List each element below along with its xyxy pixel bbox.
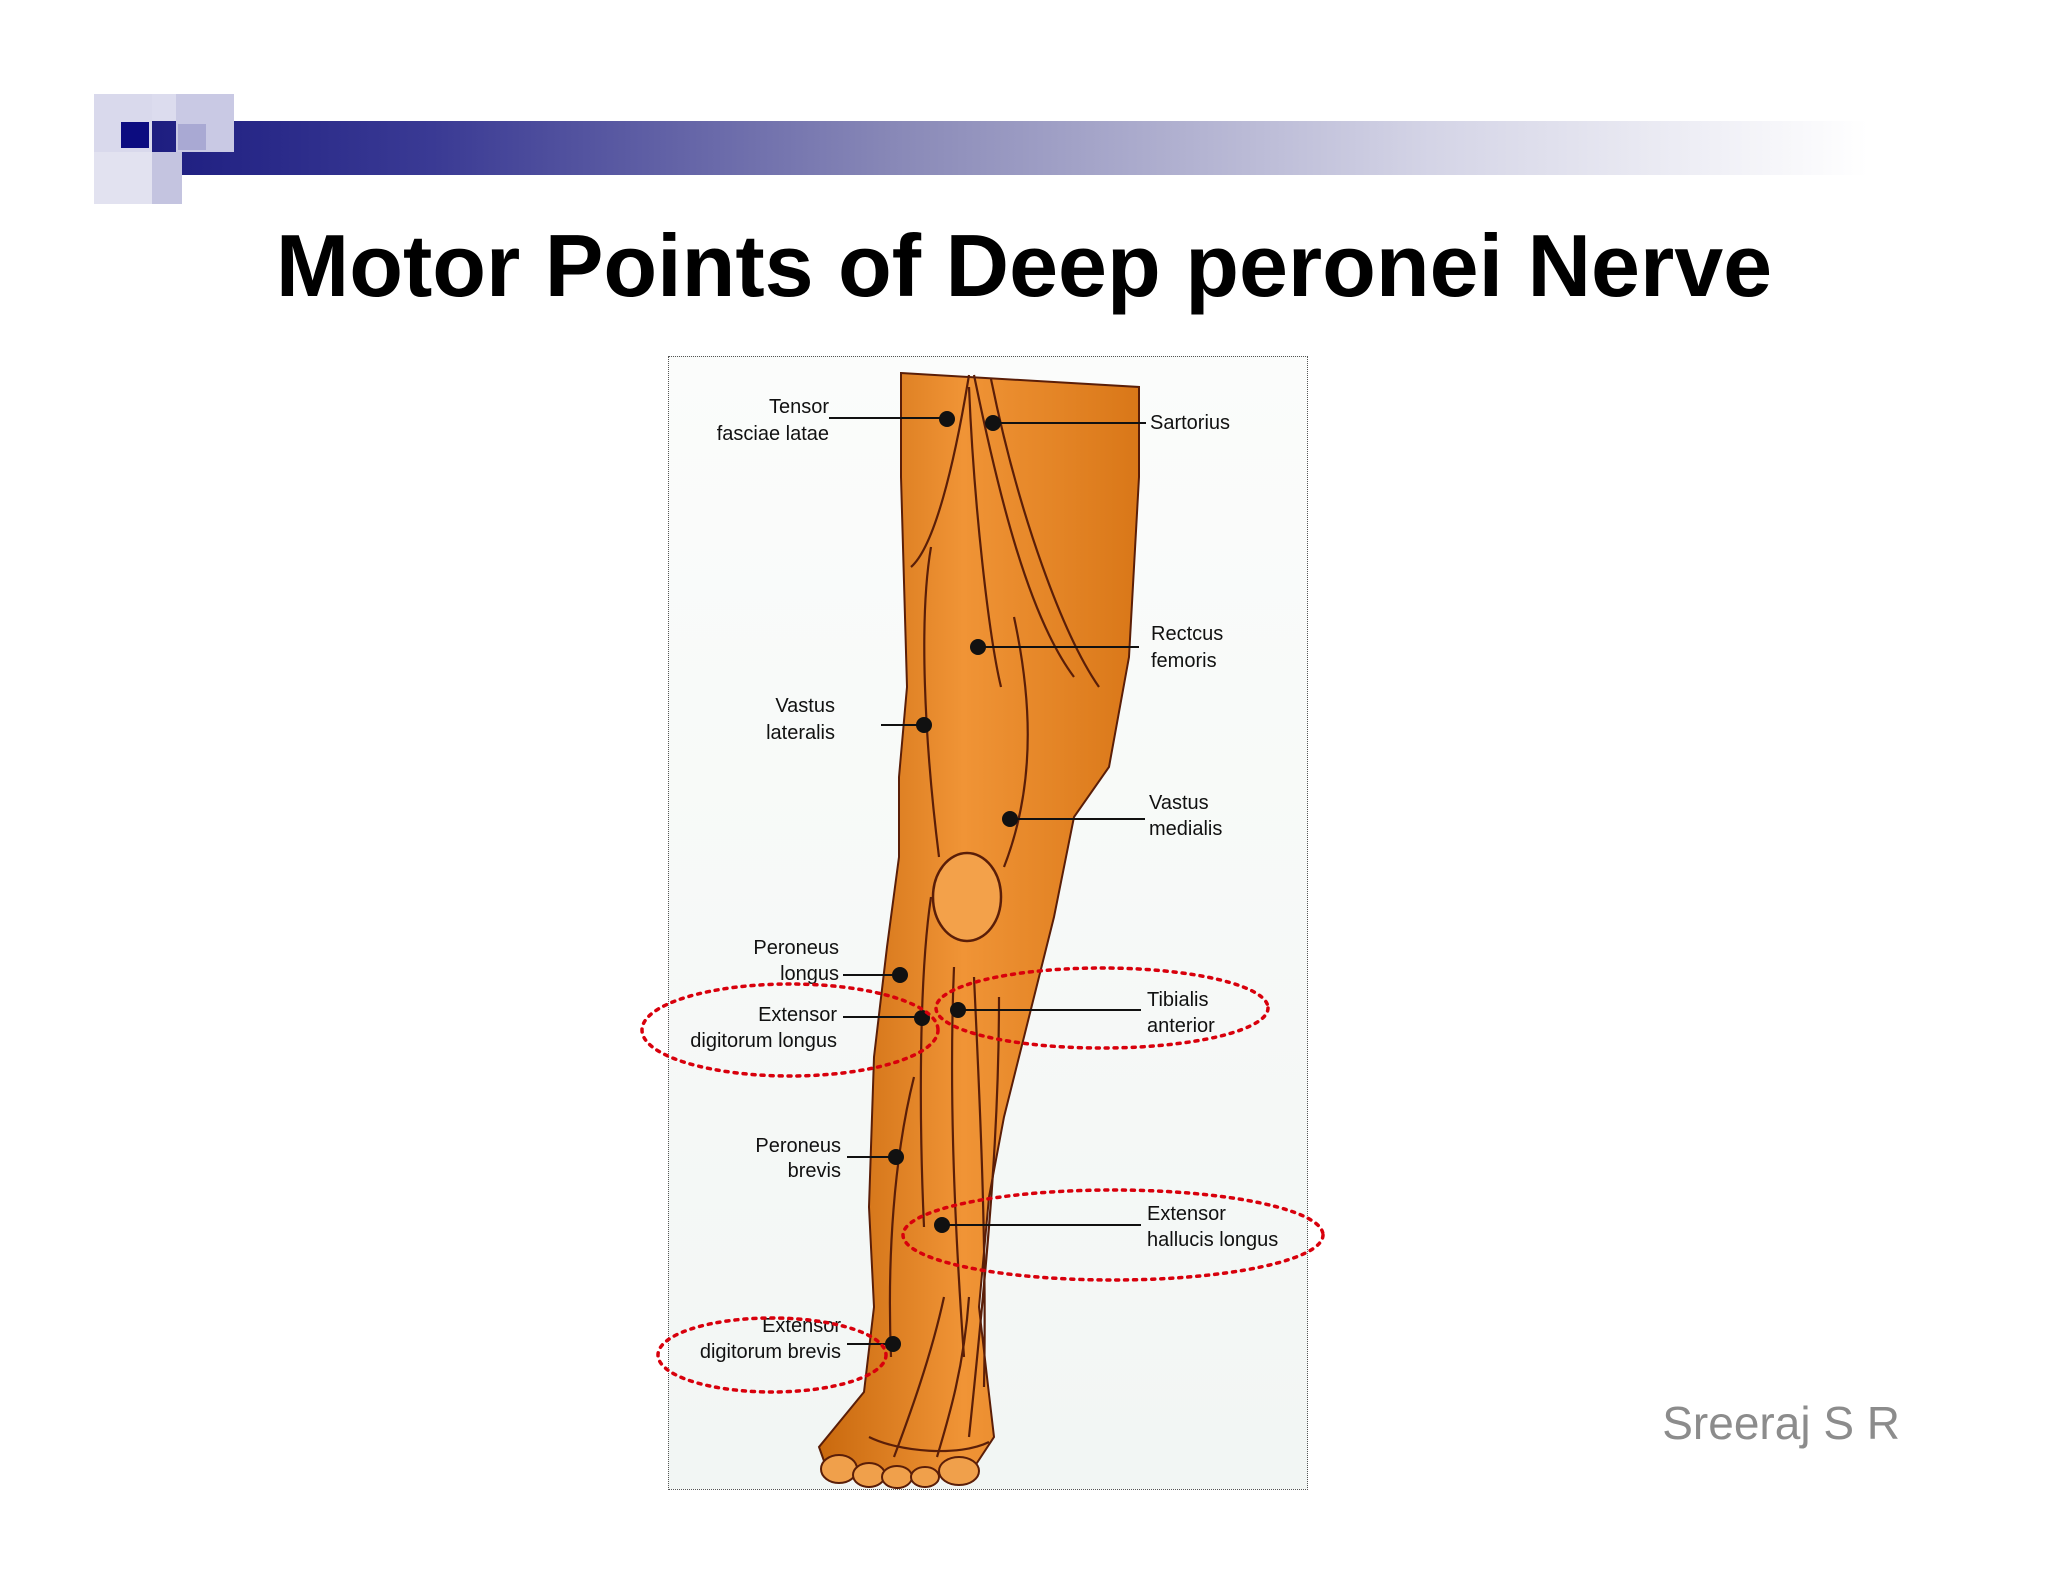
toes [820, 1454, 980, 1489]
label-tibialis-anterior: anterior [1147, 1015, 1215, 1037]
header-gradient-bar [118, 121, 1868, 175]
leg-diagram: Tensor fasciae latae Sartorius Rectcus f… [690, 371, 1278, 1489]
label-extensor-digitorum-longus: Extensor [758, 1004, 837, 1026]
decor-square [178, 124, 206, 150]
label-tensor-fasciae-latae: fasciae latae [717, 423, 829, 445]
label-vastus-medialis: medialis [1149, 818, 1222, 840]
author-credit: Sreeraj S R [1662, 1397, 1900, 1449]
slide-title: Motor Points of Deep peronei Nerve [275, 216, 1773, 315]
label-tibialis-anterior: Tibialis [1147, 989, 1209, 1011]
label-peroneus-longus: longus [780, 963, 839, 985]
label-vastus-lateralis: lateralis [766, 722, 835, 744]
label-vastus-medialis: Vastus [1149, 792, 1209, 814]
label-extensor-hallucis-longus: hallucis longus [1147, 1229, 1278, 1251]
decor-square-dark [121, 122, 149, 148]
label-peroneus-longus: Peroneus [753, 937, 839, 959]
label-rectus-femoris: Rectcus [1151, 623, 1223, 645]
label-vastus-lateralis: Vastus [775, 695, 835, 717]
label-extensor-digitorum-brevis: Extensor [762, 1315, 841, 1337]
label-extensor-digitorum-longus: digitorum longus [690, 1030, 837, 1052]
label-extensor-hallucis-longus: Extensor [1147, 1203, 1226, 1225]
patella [931, 851, 1003, 943]
label-tensor-fasciae-latae: Tensor [769, 396, 829, 418]
label-rectus-femoris: femoris [1151, 650, 1217, 672]
decor-square [94, 152, 152, 204]
label-peroneus-brevis: brevis [788, 1160, 841, 1182]
decor-square [152, 152, 182, 204]
label-extensor-digitorum-brevis: digitorum brevis [700, 1341, 841, 1363]
leg-motor-points-figure: Tensor fasciae latae Sartorius Rectcus f… [668, 356, 1308, 1490]
label-sartorius: Sartorius [1150, 412, 1230, 434]
label-peroneus-brevis: Peroneus [755, 1135, 841, 1157]
